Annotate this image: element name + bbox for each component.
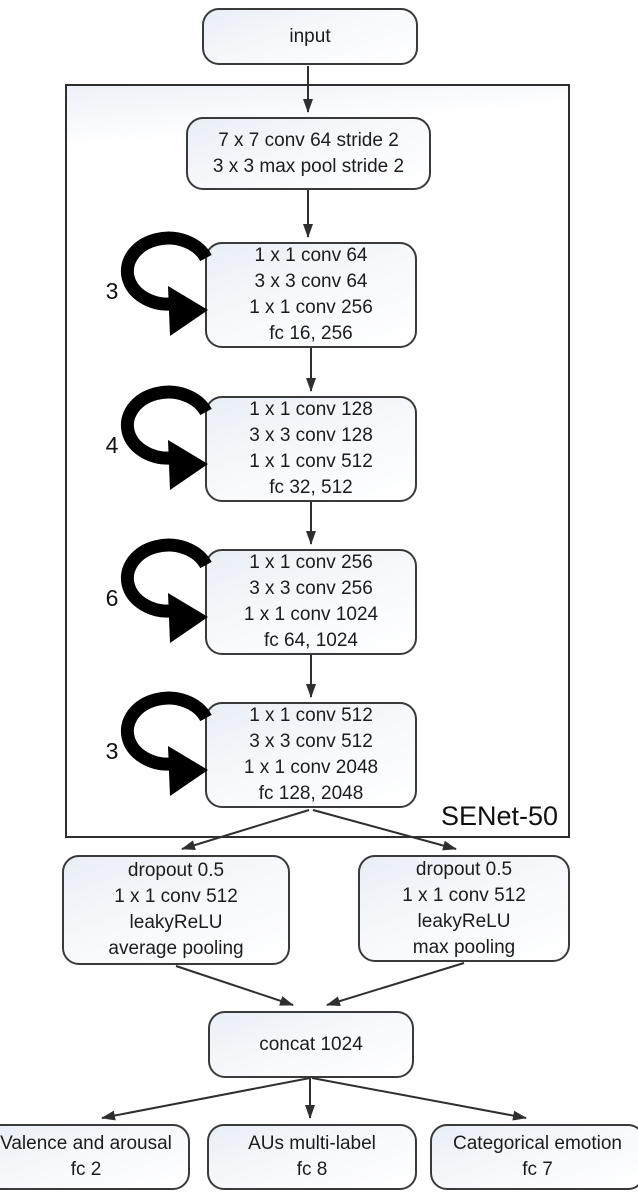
box-line: 1 x 1 conv 512 xyxy=(402,884,526,906)
repeat-count-label: 3 xyxy=(105,738,119,764)
box-line: 3 x 3 conv 128 xyxy=(249,425,373,446)
box-line: AUs multi-label xyxy=(248,1133,376,1154)
box-line: fc 64, 1024 xyxy=(263,630,359,651)
box-line: 3 x 3 conv 64 xyxy=(254,271,368,292)
box-line: 1 x 1 conv 256 xyxy=(249,552,373,573)
box-line: leakyReLU xyxy=(417,910,511,932)
res-block-4: 1 x 1 conv 512 3 x 3 conv 512 1 x 1 conv… xyxy=(205,702,417,808)
repeat-count-label: 4 xyxy=(105,432,119,458)
box-line: 3 x 3 conv 512 xyxy=(249,731,373,752)
box-line: concat 1024 xyxy=(259,1033,363,1055)
output-aus-box: AUs multi-label fc 8 xyxy=(207,1124,417,1190)
flow-arrow xyxy=(175,965,294,1006)
box-line: Categorical emotion xyxy=(453,1133,622,1154)
res-block-3: 1 x 1 conv 256 3 x 3 conv 256 1 x 1 conv… xyxy=(205,549,417,655)
box-line: 1 x 1 conv 512 xyxy=(249,705,373,726)
box-line: input xyxy=(289,25,331,47)
box-line: fc 128, 2048 xyxy=(258,783,364,804)
box-line: 1 x 1 conv 1024 xyxy=(243,604,379,625)
flow-arrow xyxy=(311,1077,527,1121)
box-line: fc 32, 512 xyxy=(269,477,353,498)
box-line: fc 16, 256 xyxy=(269,323,353,344)
box-line: 1 x 1 conv 512 xyxy=(114,886,238,907)
res-block-2: 1 x 1 conv 128 3 x 3 conv 128 1 x 1 conv… xyxy=(205,396,417,502)
output-valence-arousal-box: Valence and arousal fc 2 xyxy=(0,1124,190,1190)
box-line: 1 x 1 conv 128 xyxy=(249,399,373,420)
box-line: 1 x 1 conv 256 xyxy=(249,297,373,318)
res-block-1: 1 x 1 conv 64 3 x 3 conv 64 1 x 1 conv 2… xyxy=(205,242,417,348)
box-line: 1 x 1 conv 2048 xyxy=(243,757,379,778)
box-line: leakyReLU xyxy=(129,912,223,933)
box-line: average pooling xyxy=(108,938,244,959)
repeat-count-label: 3 xyxy=(105,278,119,304)
senet50-label: SENet-50 xyxy=(440,801,558,831)
box-line: dropout 0.5 xyxy=(415,858,513,880)
flow-arrow xyxy=(101,1077,311,1121)
box-line: 1 x 1 conv 512 xyxy=(249,451,373,472)
flow-arrow xyxy=(326,962,465,1006)
repeat-count-label: 6 xyxy=(105,585,119,611)
branch-average-pooling-box: dropout 0.5 1 x 1 conv 512 leakyReLU ave… xyxy=(62,855,290,965)
box-line: Valence and arousal xyxy=(0,1133,172,1154)
box-line: dropout 0.5 xyxy=(127,860,225,881)
box-line: fc 7 xyxy=(522,1159,553,1180)
stem-conv-box: 7 x 7 conv 64 stride 2 3 x 3 max pool st… xyxy=(186,117,431,190)
box-line: fc 2 xyxy=(70,1159,102,1180)
box-line: 3 x 3 conv 256 xyxy=(249,578,373,599)
box-line: 7 x 7 conv 64 stride 2 xyxy=(218,129,399,151)
concat-box: concat 1024 xyxy=(208,1011,414,1078)
box-line: 3 x 3 max pool stride 2 xyxy=(212,155,405,177)
output-categorical-emotion-box: Categorical emotion fc 7 xyxy=(430,1124,638,1190)
box-line: max pooling xyxy=(412,936,516,958)
box-line: fc 8 xyxy=(296,1159,328,1180)
branch-max-pooling-box: dropout 0.5 1 x 1 conv 512 leakyReLU max… xyxy=(358,855,570,962)
box-line: 1 x 1 conv 64 xyxy=(254,245,368,266)
input-box: input xyxy=(202,8,418,65)
